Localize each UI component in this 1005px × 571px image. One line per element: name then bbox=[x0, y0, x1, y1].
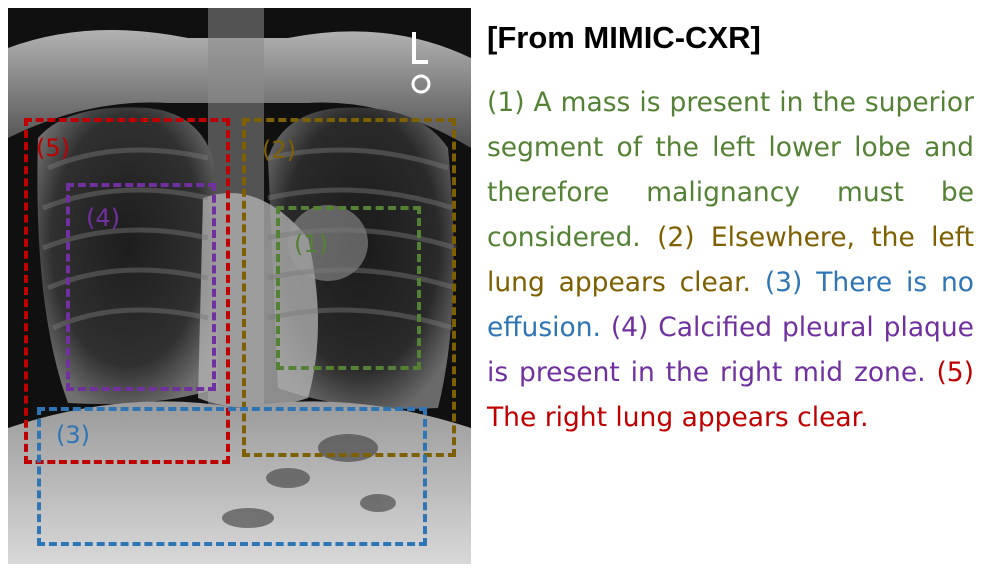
finding-2-text: (2) Elsewhere, the left lung appears cle… bbox=[487, 221, 974, 298]
region-5-box bbox=[24, 118, 230, 464]
region-2-label: (2) bbox=[262, 136, 296, 164]
source-title: [From MIMIC-CXR] bbox=[487, 20, 761, 55]
region-4-label: (4) bbox=[86, 204, 120, 232]
side-marker-icon bbox=[411, 32, 431, 94]
finding-5-text: (5) The right lung appears clear. bbox=[487, 356, 974, 433]
finding-3-text: (3) There is no effusion. bbox=[487, 266, 974, 343]
xray-film bbox=[8, 8, 471, 564]
report-panel: [From MIMIC-CXR] (1) A mass is present i… bbox=[487, 20, 982, 440]
finding-1-text: (1) A mass is present in the superior se… bbox=[487, 86, 974, 253]
findings-text: (1) A mass is present in the superior se… bbox=[487, 80, 974, 440]
finding-4-text: (4) Calcified pleural plaque is present … bbox=[487, 311, 974, 388]
chest-xray-image: (5) (2) (4) (1) (3) bbox=[8, 8, 471, 564]
region-4-box bbox=[66, 183, 216, 391]
region-2-box bbox=[242, 118, 456, 457]
region-3-label: (3) bbox=[56, 421, 90, 449]
region-5-label: (5) bbox=[36, 134, 70, 162]
region-3-box bbox=[37, 407, 427, 546]
region-1-label: (1) bbox=[294, 230, 328, 258]
region-1-box bbox=[276, 206, 421, 370]
